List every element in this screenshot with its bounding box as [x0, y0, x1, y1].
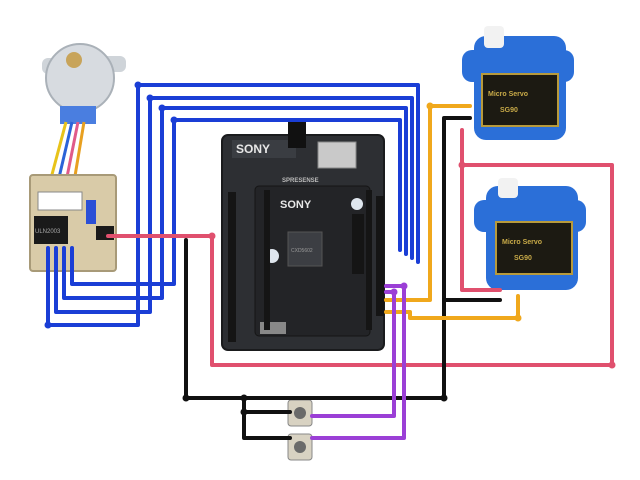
stepper-body — [45, 43, 115, 113]
ground-joint-3 — [240, 408, 248, 416]
uln2003-driver-icon: ULN2003 — [29, 174, 117, 272]
servo-1-label-plate — [481, 73, 559, 127]
board-brand-label: SONY — [236, 142, 270, 156]
headphone-jack — [288, 122, 306, 148]
ground-wire-button-2 — [242, 396, 292, 440]
power-joint-3 — [608, 361, 616, 369]
servo-1-label-line2: SG90 — [500, 107, 518, 114]
stepper-lead-pink — [64, 121, 80, 183]
push-button-icon — [287, 433, 313, 461]
servo-2-horn — [498, 178, 518, 198]
driver-chip — [34, 216, 68, 244]
blue-wire-3 — [62, 106, 408, 300]
board-name-label: SPRESENSE — [282, 178, 319, 184]
gpio-header — [352, 214, 364, 274]
stepper-lead-blue — [56, 121, 74, 183]
driver-leds — [86, 200, 96, 224]
blue-joint-4 — [158, 104, 166, 112]
left-header — [228, 192, 236, 342]
driver-connector — [37, 191, 83, 211]
processor-chip-label: CXD5602 — [291, 248, 313, 254]
servo-motor-icon: Micro Servo SG90 — [474, 178, 586, 290]
button-wires — [310, 282, 408, 440]
stepper-shaft — [66, 52, 82, 68]
power-joint-2 — [458, 161, 466, 169]
servo-2-label-plate — [495, 221, 573, 275]
right-header — [376, 196, 384, 316]
orange-joint-2 — [514, 314, 522, 322]
power-wire-main — [106, 163, 614, 367]
button-2-cap — [294, 441, 306, 453]
button-1-cap — [294, 407, 306, 419]
servo-2-label-line1: Micro Servo — [502, 239, 542, 246]
button-1-wire — [310, 290, 396, 418]
stepper-motor-icon — [42, 43, 126, 183]
subboard-left-header — [264, 190, 270, 330]
ground-joint-4 — [440, 394, 448, 402]
servo-2-label-line2: SG90 — [514, 255, 532, 262]
sd-card-slot — [317, 141, 357, 169]
blue-joint-2 — [134, 81, 142, 89]
power-wire-servos — [460, 128, 502, 292]
blue-joint-3 — [146, 94, 154, 102]
stepper-lead-yellow — [48, 121, 68, 183]
purple-joint-2 — [390, 288, 398, 296]
ground-joint-2 — [240, 394, 248, 402]
subboard-logo — [351, 198, 363, 210]
blue-joint-5 — [170, 116, 178, 124]
servo-1-horn — [484, 26, 504, 48]
purple-joint-1 — [400, 282, 408, 290]
stepper-wire-cover — [60, 106, 96, 124]
driver-chip-label: ULN2003 — [35, 229, 61, 235]
ground-wires — [182, 116, 502, 440]
power-joint-1 — [208, 232, 216, 240]
blue-joint-1 — [44, 321, 52, 329]
servo-1-signal-wire — [384, 104, 472, 302]
blue-wire-2 — [54, 96, 414, 314]
power-wires — [106, 128, 616, 369]
stepper-lead-orange — [72, 121, 86, 183]
servo-1-label-line1: Micro Servo — [488, 91, 528, 98]
ground-joint-1 — [182, 394, 190, 402]
servo-motor-icon: Micro Servo SG90 — [462, 26, 574, 140]
stepper-signal-wires — [44, 81, 420, 329]
subboard-right-header — [366, 190, 372, 330]
blue-wire-4 — [70, 118, 402, 286]
orange-joint-1 — [426, 102, 434, 110]
blue-wire-1 — [46, 83, 420, 327]
main-processor-chip — [287, 231, 323, 267]
button-2-wire — [310, 284, 406, 440]
spresense-board: SONY SPRESENSE SONY CXD5602 — [221, 122, 385, 351]
main-board-brand-area — [232, 140, 296, 158]
subboard-brand-label: SONY — [280, 199, 312, 211]
usb-port — [260, 322, 286, 334]
